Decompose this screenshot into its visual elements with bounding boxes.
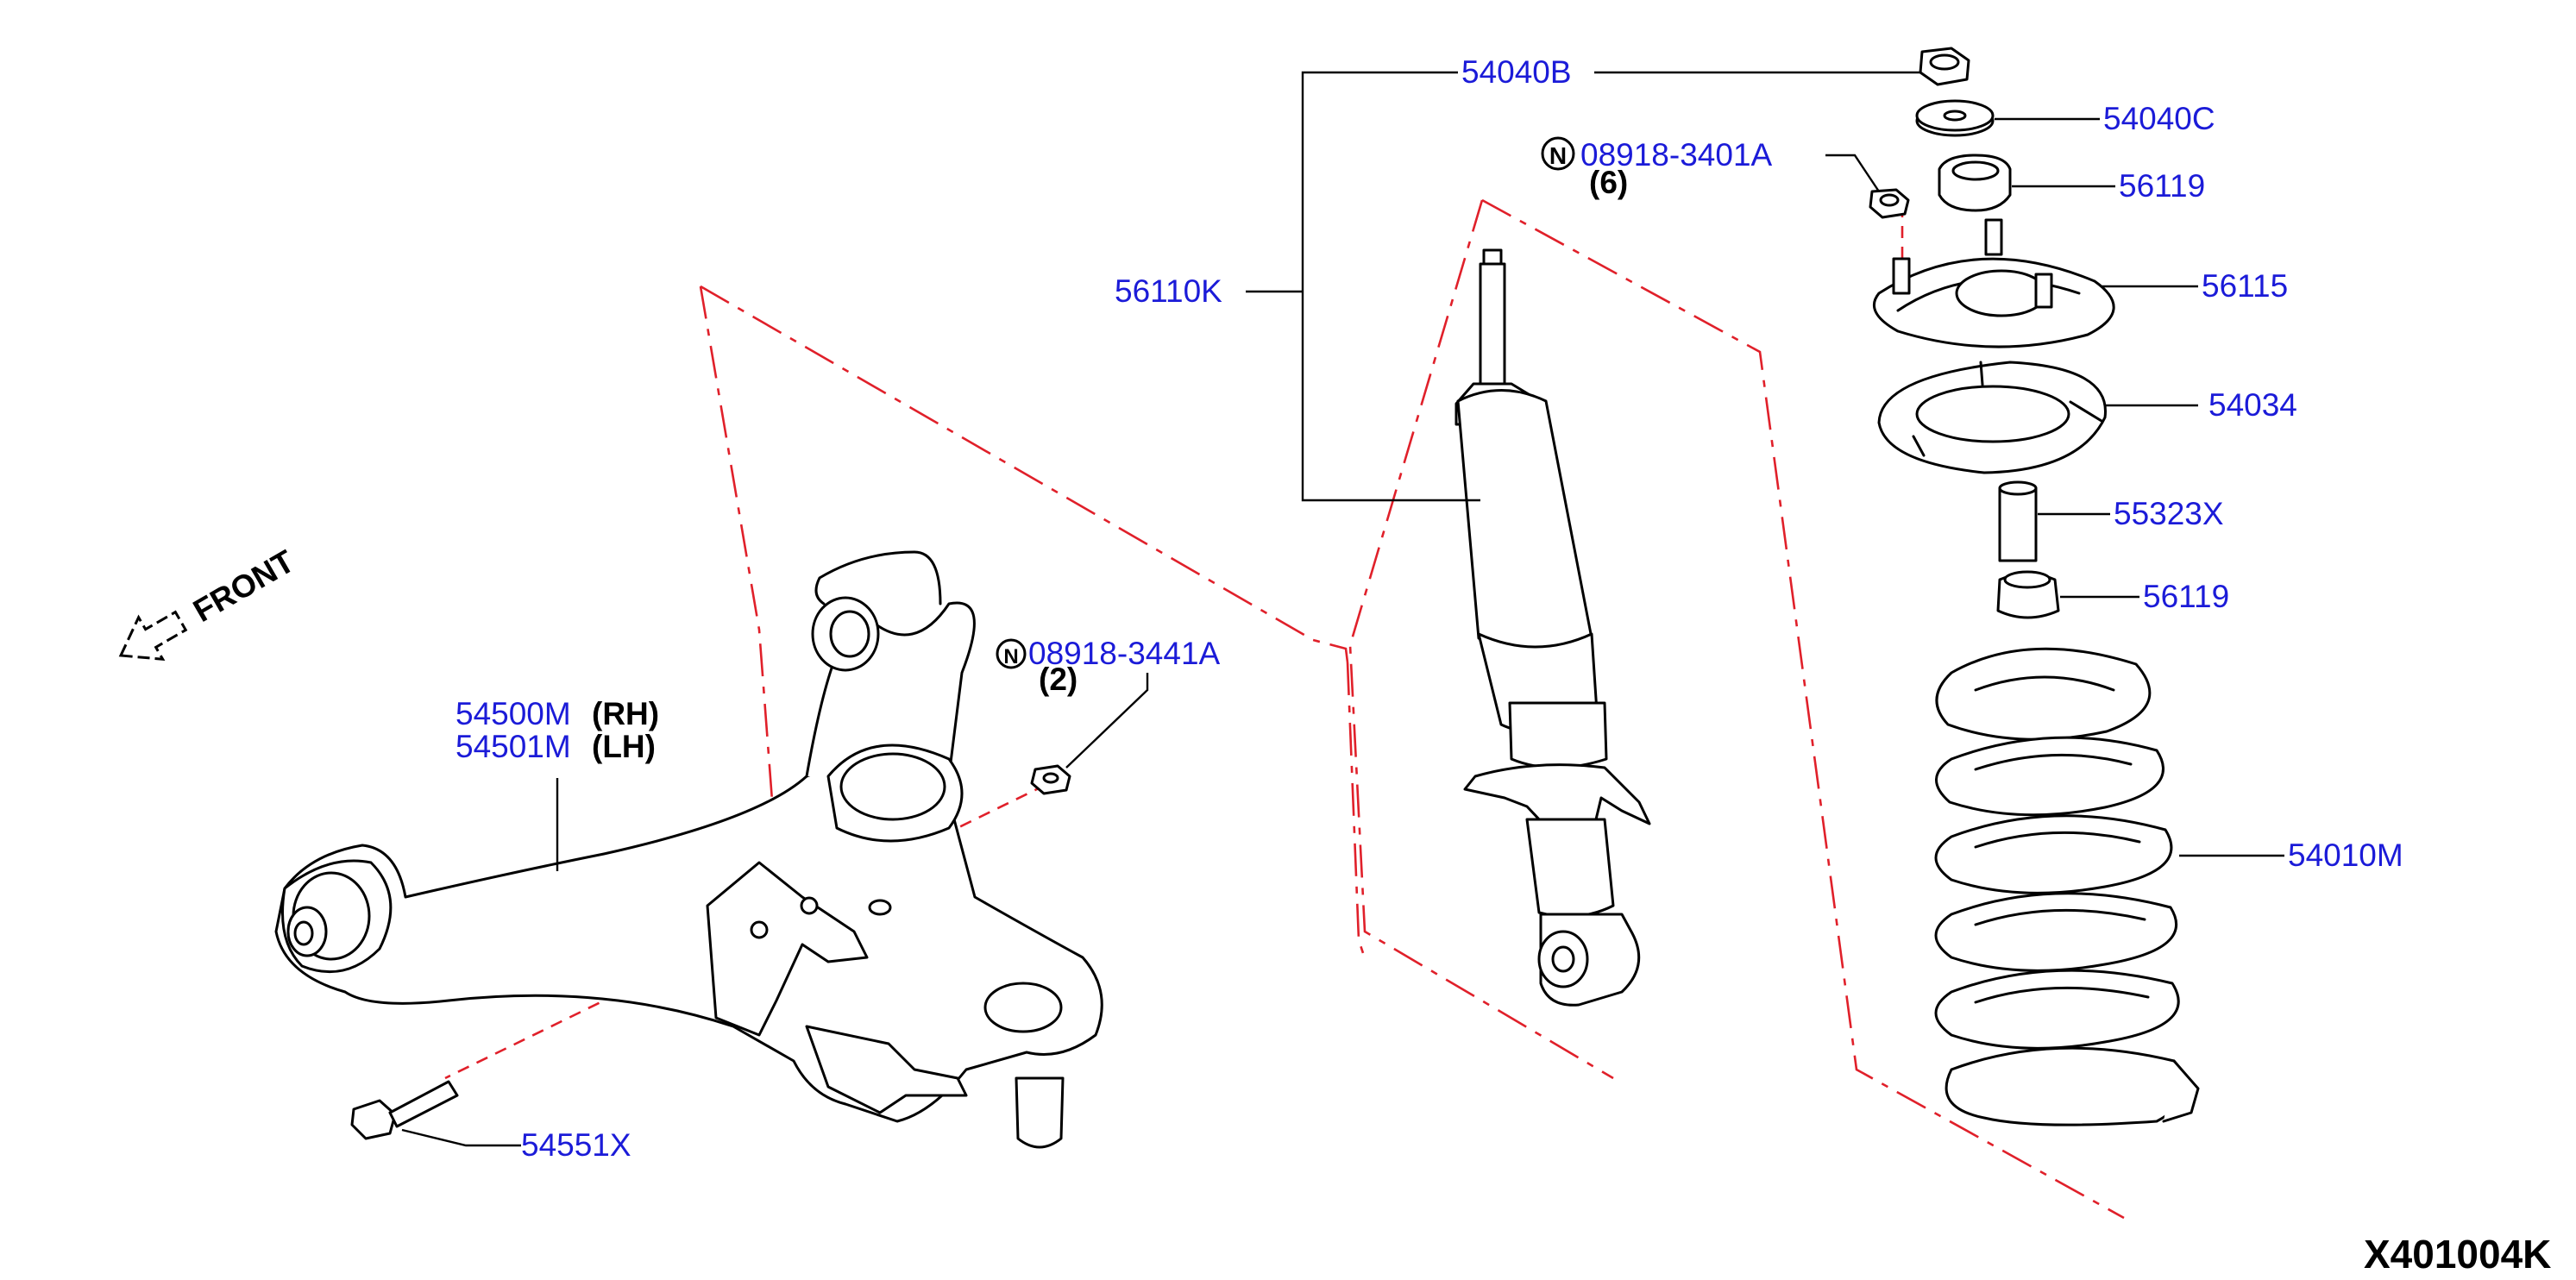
label-54034[interactable]: 54034 — [2208, 387, 2297, 423]
bushing-56119-low — [1996, 570, 2060, 619]
bump-stop-55323X — [1998, 480, 2038, 562]
bolt-54551X — [350, 1080, 459, 1140]
shock-absorber — [1454, 248, 1651, 1007]
qty-08918-3401A: (6) — [1589, 165, 1628, 200]
nut-08918-low — [1030, 764, 1071, 795]
label-56110K[interactable]: 56110K — [1115, 273, 1222, 309]
diagram-code: X401004K — [2364, 1232, 2551, 1277]
spring-seat-54034 — [1877, 361, 2107, 474]
label-54040B[interactable]: 54040B — [1461, 54, 1572, 90]
nut-54040B — [1919, 47, 1970, 86]
n-mark-low: N — [996, 638, 1027, 669]
svg-text:N: N — [1549, 142, 1567, 169]
front-label: FRONT — [187, 543, 300, 629]
nut-08918-top — [1869, 188, 1910, 219]
label-08918-3441A[interactable]: 08918-3441A — [1028, 636, 1221, 671]
label-56119-top[interactable]: 56119 — [2119, 168, 2205, 204]
side-54500M: (RH) — [592, 696, 659, 731]
front-direction-arrow: FRONT — [118, 543, 300, 661]
label-56119-low[interactable]: 56119 — [2143, 579, 2229, 614]
part-labels: 54040B 54040C 56119 08918-3401A (6) 5611… — [456, 54, 2403, 1163]
label-54551X[interactable]: 54551X — [521, 1127, 631, 1163]
svg-text:N: N — [1003, 645, 1018, 668]
label-56115[interactable]: 56115 — [2202, 268, 2288, 304]
side-54501M: (LH) — [592, 729, 656, 764]
qty-08918-3441A: (2) — [1039, 662, 1078, 697]
lower-arm — [274, 550, 1103, 1149]
label-08918-3401A[interactable]: 08918-3401A — [1580, 137, 1773, 173]
label-55323X[interactable]: 55323X — [2114, 496, 2224, 531]
leader-lines — [401, 71, 2284, 1147]
mount-plate-56115 — [1872, 218, 2115, 348]
bushing-56119-top — [1938, 154, 2012, 212]
washer-54040C — [1915, 99, 1995, 137]
label-54010M[interactable]: 54010M — [2288, 838, 2403, 873]
label-54040C[interactable]: 54040C — [2103, 101, 2215, 136]
assembly-outline-spring — [1348, 198, 2125, 1220]
label-54500M[interactable]: 54500M — [456, 696, 571, 731]
n-mark-top: N — [1541, 136, 1575, 171]
coil-spring-54010M — [1934, 647, 2200, 1126]
assembly-outline-lower-arm — [699, 285, 1365, 954]
label-54501M[interactable]: 54501M — [456, 729, 571, 764]
